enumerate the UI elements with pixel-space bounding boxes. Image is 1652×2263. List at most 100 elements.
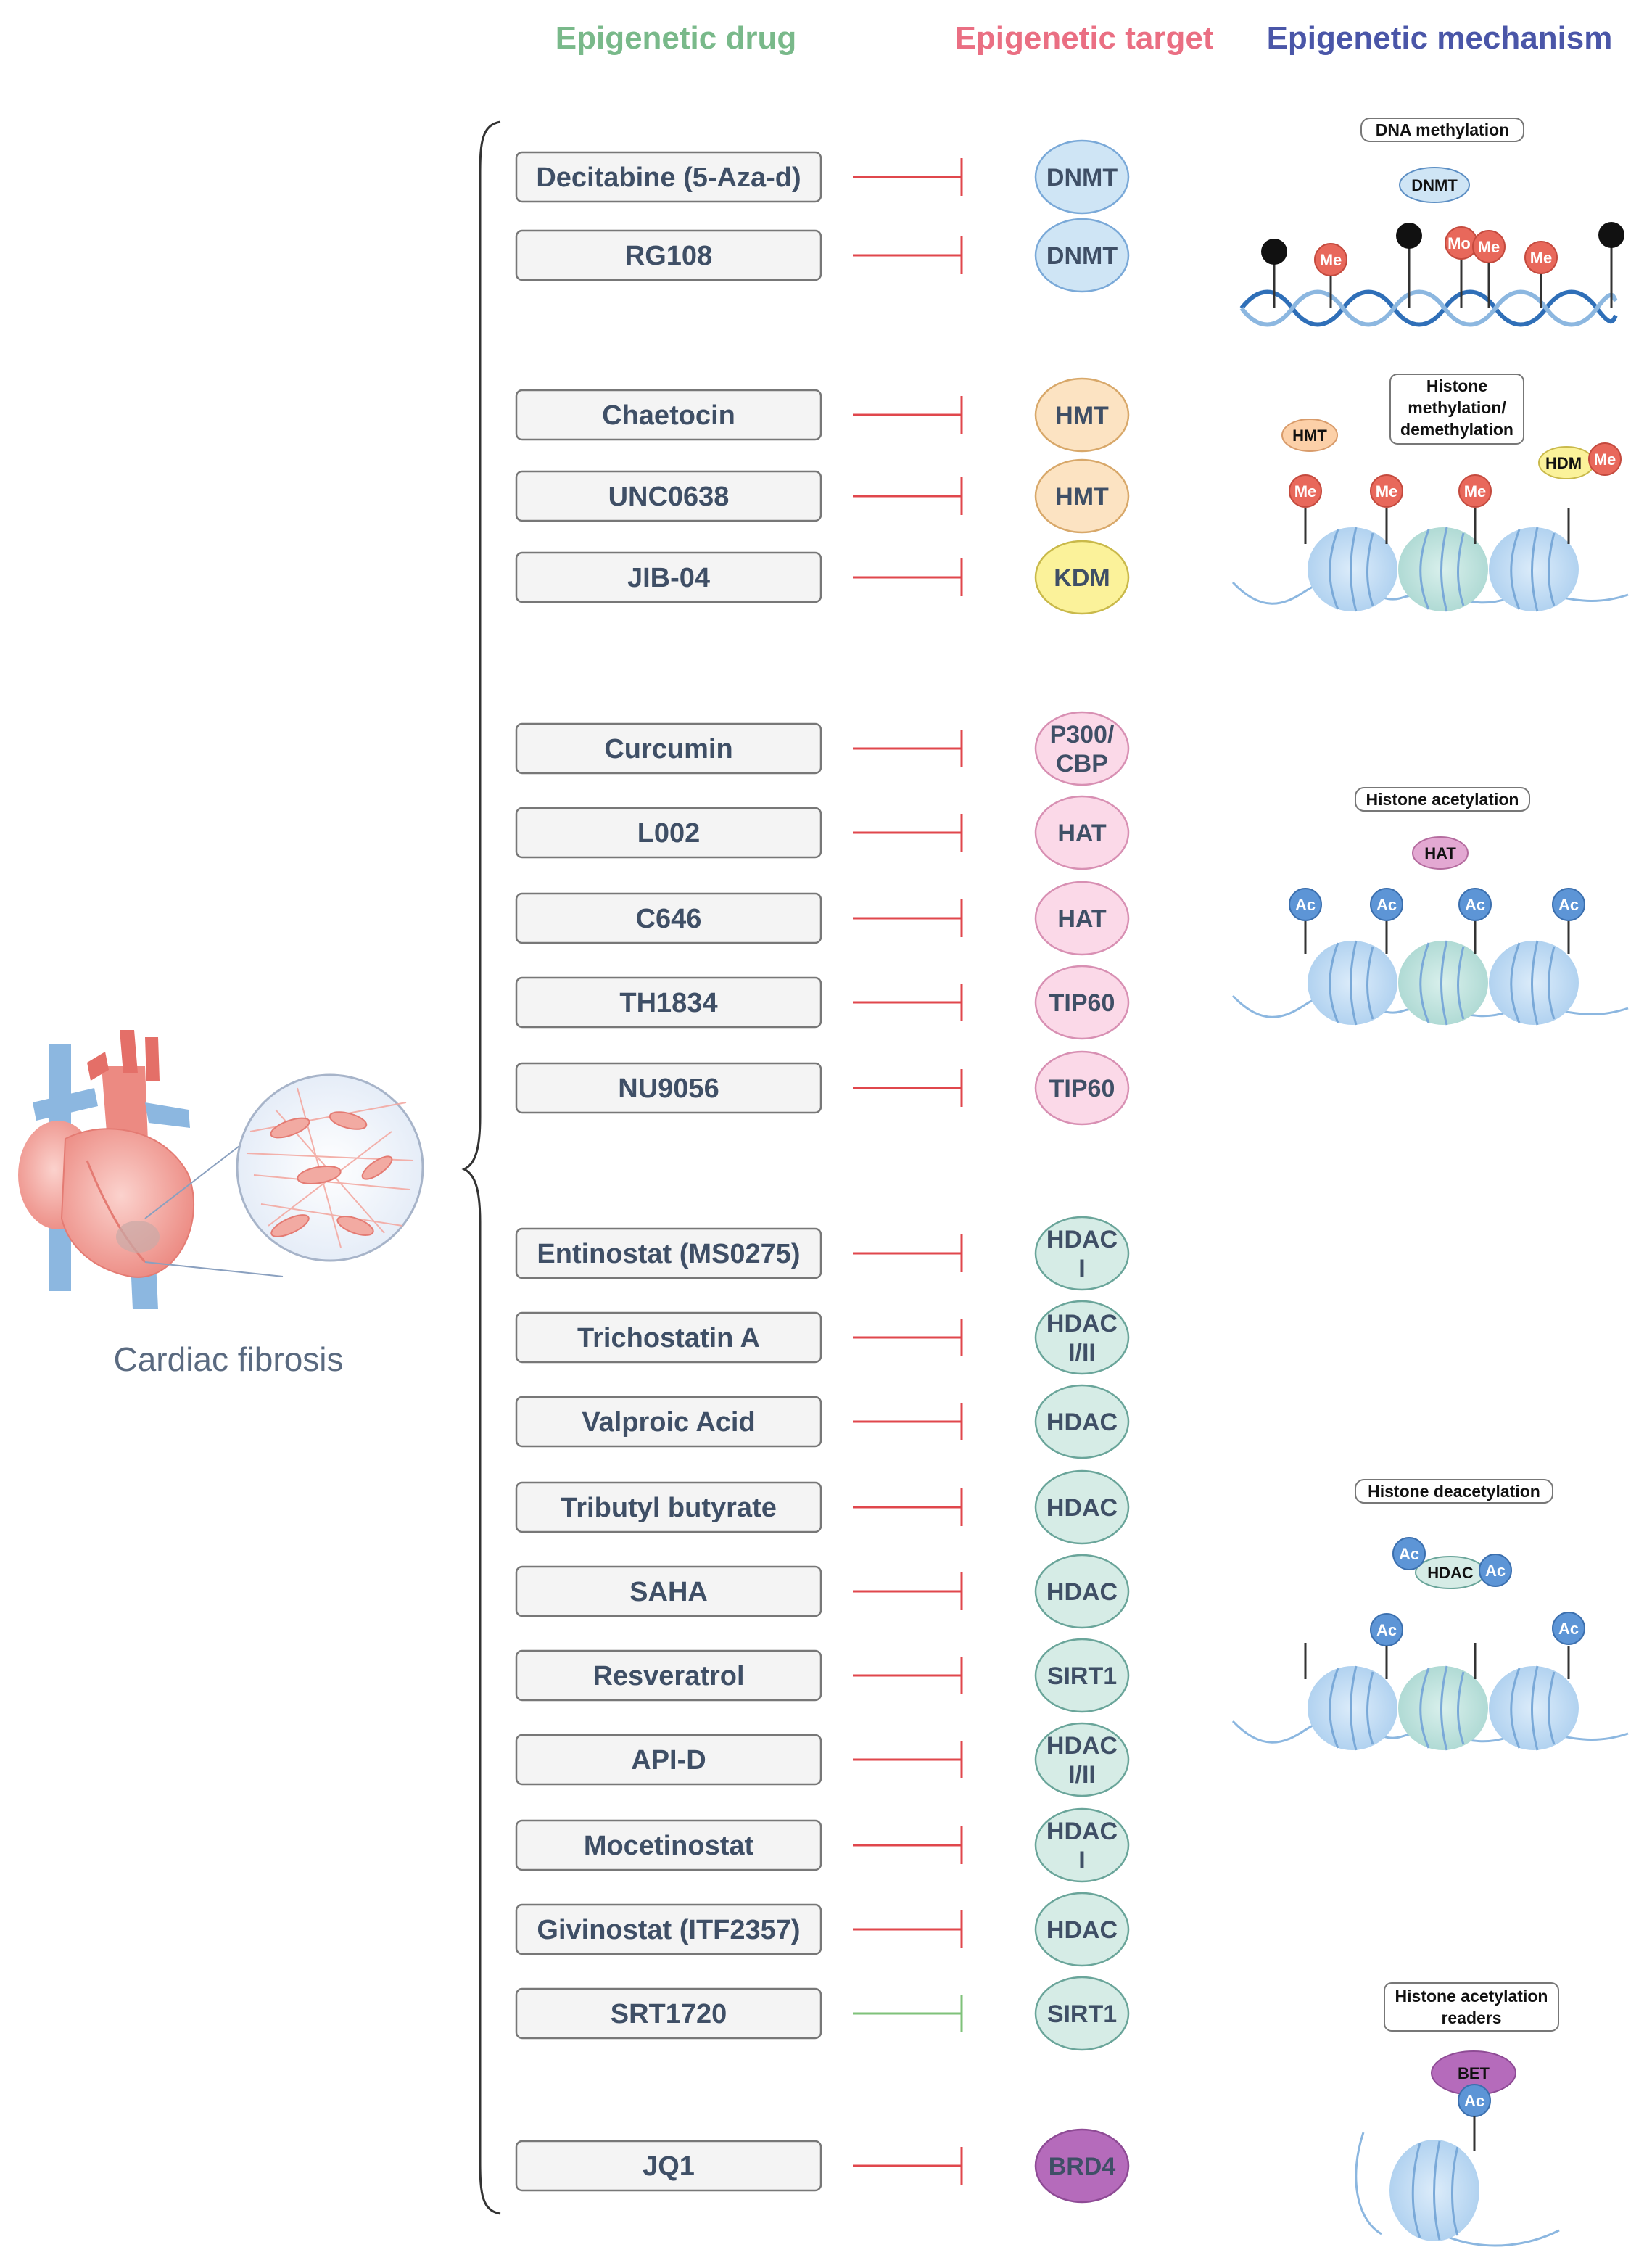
readers-label-2: readers xyxy=(1441,2008,1501,2027)
histone-coil xyxy=(1510,940,1556,1026)
hdm-eraser-label: HDM xyxy=(1545,454,1582,472)
drug-box xyxy=(515,1903,822,1955)
row-16: Resveratrol SIRT1 xyxy=(515,1638,1130,1713)
drug-name: Tributyl butyrate xyxy=(561,1493,777,1523)
hdac-ac-removed-2: Ac xyxy=(1485,1562,1506,1580)
target-name: I/II xyxy=(1068,1339,1096,1367)
drug-name: L002 xyxy=(637,818,701,849)
target-name: HDAC xyxy=(1046,1732,1118,1760)
mechanism-column-header: Epigenetic mechanism xyxy=(1267,20,1613,56)
target-name: TIP60 xyxy=(1049,989,1115,1017)
drug-name: Valproic Acid xyxy=(582,1407,755,1438)
target-oval xyxy=(1034,1722,1130,1797)
nucleosome xyxy=(1489,1666,1579,1750)
hat-enzyme-label: HAT xyxy=(1424,844,1456,862)
dna-me-mark-2: Me xyxy=(1478,238,1500,256)
histone-coil xyxy=(1419,527,1465,612)
target-oval xyxy=(1034,1807,1130,1883)
target-name: I xyxy=(1078,1255,1085,1282)
target-oval xyxy=(1034,218,1130,293)
mechanism-acetylation-readers: Histone acetylation readers BET Ac xyxy=(1355,1982,1560,2247)
drug-name: Resveratrol xyxy=(592,1661,744,1691)
target-name: HMT xyxy=(1055,483,1109,511)
target-name: HDAC xyxy=(1046,1226,1118,1253)
drug-name: Chaetocin xyxy=(602,400,735,431)
target-name: HDAC xyxy=(1046,1578,1118,1606)
hdac-ac-mark-1: Ac xyxy=(1376,1621,1397,1639)
histone-me-mark-2: Me xyxy=(1376,482,1398,500)
drug-name: RG108 xyxy=(625,241,712,271)
drug-name: Trichostatin A xyxy=(577,1323,760,1353)
heart-label: Cardiac fibrosis xyxy=(114,1340,344,1378)
target-oval xyxy=(1034,711,1130,786)
dnmt-enzyme-label: DNMT xyxy=(1411,176,1458,194)
target-oval xyxy=(1034,139,1130,215)
target-oval xyxy=(1034,881,1130,956)
drug-name: UNC0638 xyxy=(608,482,730,512)
target-oval xyxy=(1034,458,1130,534)
row-21: JQ1 BRD4 xyxy=(515,2128,1130,2204)
hat-ac-mark-2: Ac xyxy=(1376,896,1397,914)
heart-illustration xyxy=(18,1030,424,1309)
drug-name: JQ1 xyxy=(643,2151,695,2182)
target-oval xyxy=(1034,1976,1130,2051)
drug-column-header: Epigenetic drug xyxy=(556,20,796,56)
histone-deacetylation-label: Histone deacetylation xyxy=(1368,1482,1540,1501)
target-column-header: Epigenetic target xyxy=(955,20,1214,56)
mechanism-histone-acetylation: Histone acetylation HAT Ac Ac Ac Ac xyxy=(1231,787,1629,1026)
drug-name: JIB-04 xyxy=(627,563,710,593)
target-name: BRD4 xyxy=(1049,2153,1116,2180)
target-name: HDAC xyxy=(1046,1310,1118,1337)
drug-box xyxy=(515,892,822,944)
histone-coil xyxy=(1329,527,1374,612)
nucleosome xyxy=(1398,941,1488,1025)
nucleosome-strand-methylation xyxy=(1231,527,1629,612)
target-oval xyxy=(1034,1384,1130,1459)
drug-box xyxy=(515,1987,822,2040)
histone-methylation-label-2: methylation/ xyxy=(1408,398,1506,417)
dna-methylation-label: DNA methylation xyxy=(1376,120,1509,139)
drug-box xyxy=(515,551,822,603)
drug-box xyxy=(515,1481,822,1533)
histone-methylation-label-3: demethylation xyxy=(1400,420,1513,439)
target-oval xyxy=(1034,540,1130,615)
drug-box xyxy=(515,1734,822,1786)
drug-box xyxy=(515,976,822,1029)
drug-name: NU9056 xyxy=(618,1073,719,1104)
row-7: L002 HAT xyxy=(515,795,1130,870)
target-name: SIRT1 xyxy=(1047,1662,1117,1690)
mechanism-histone-deacetylation: Histone deacetylation HDAC Ac Ac Ac Ac xyxy=(1231,1479,1629,1751)
hat-ac-mark-4: Ac xyxy=(1558,896,1579,914)
drug-box xyxy=(515,1227,822,1279)
target-oval xyxy=(1034,1638,1130,1713)
target-name: I/II xyxy=(1068,1761,1096,1789)
hdac-ac-removed-1: Ac xyxy=(1399,1545,1419,1563)
drug-name: Entinostat (MS0275) xyxy=(537,1239,800,1269)
histone-acetylation-label: Histone acetylation xyxy=(1366,790,1519,809)
row-19: Givinostat (ITF2357)HDAC xyxy=(515,1892,1130,1967)
histone-coil xyxy=(1510,527,1556,612)
nucleosome xyxy=(1489,941,1579,1025)
readers-label-1: Histone acetylation xyxy=(1395,1987,1548,2006)
histone-coil xyxy=(1329,940,1374,1026)
nucleosome-strand-acetylation xyxy=(1231,940,1629,1026)
target-oval xyxy=(1034,1469,1130,1545)
hdac-enzyme-label: HDAC xyxy=(1427,1564,1474,1582)
target-name: TIP60 xyxy=(1049,1075,1115,1102)
hmt-writer-label: HMT xyxy=(1292,426,1327,445)
dna-me-mark-3: Me xyxy=(1530,249,1553,267)
target-oval xyxy=(1034,795,1130,870)
bet-reader-label: BET xyxy=(1458,2064,1490,2082)
target-oval xyxy=(1034,2128,1130,2204)
row-4: UNC0638 HMT xyxy=(515,458,1130,534)
target-oval xyxy=(1034,377,1130,453)
target-name: P300/ xyxy=(1050,721,1115,749)
drug-box xyxy=(515,1819,822,1871)
target-name: HAT xyxy=(1057,820,1107,847)
